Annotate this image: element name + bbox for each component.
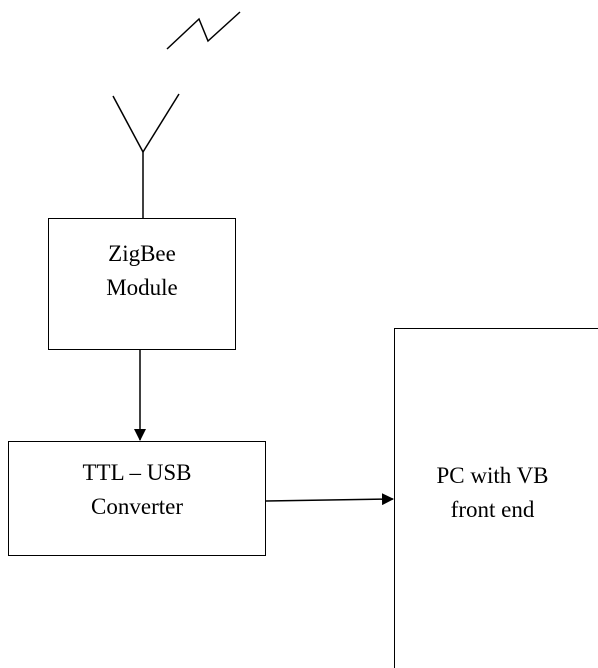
antenna-icon	[112, 93, 180, 218]
zigbee-module-block: ZigBee Module	[48, 218, 236, 350]
zigbee-module-label: ZigBee Module	[49, 237, 235, 305]
zigbee-label-line1: ZigBee	[108, 241, 176, 266]
lightning-icon	[166, 11, 241, 50]
ttl-usb-converter-label: TTL – USB Converter	[9, 456, 265, 524]
ttl-label-line1: TTL – USB	[82, 460, 192, 485]
pc-label: PC with VB front end	[395, 459, 590, 527]
pc-label-line2: front end	[450, 497, 535, 522]
arrow-converter-to-pc	[265, 493, 394, 506]
pc-label-line1: PC with VB	[436, 463, 549, 488]
zigbee-label-line2: Module	[106, 275, 178, 300]
ttl-usb-converter-block: TTL – USB Converter	[8, 441, 266, 556]
ttl-label-line2: Converter	[91, 494, 183, 519]
pc-block: PC with VB front end	[394, 328, 598, 668]
